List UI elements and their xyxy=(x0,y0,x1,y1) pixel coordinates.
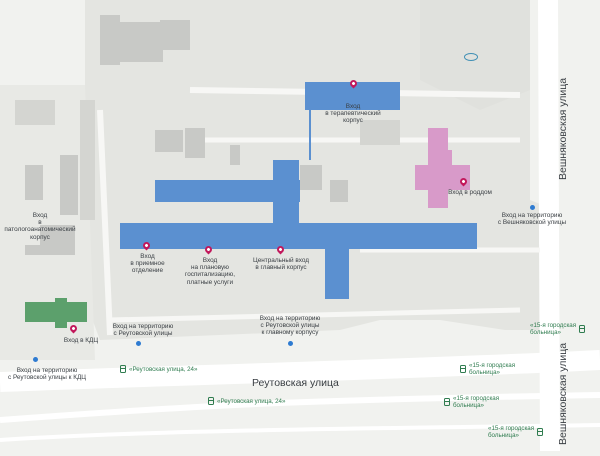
reutovskaya-street: Реутовская улица xyxy=(252,377,339,389)
bus-stop-label: «15-я городская больница» xyxy=(530,322,577,336)
bus-stop-label: «Реутовская улица, 24» xyxy=(129,365,198,373)
veshnyakovskaya-territory-label: Вход на территорию с Вешняковской улицы xyxy=(497,212,567,227)
veshnyakovskaya-street-top: Вешняковская улица xyxy=(557,77,569,180)
kdc-building xyxy=(25,298,87,328)
kdc-entrance-label: Вход в КДЦ xyxy=(63,337,99,344)
bus-stop-icon xyxy=(444,398,450,406)
bus-stop-reutovskaya-24-south[interactable]: «Реутовская улица, 24» xyxy=(208,397,285,405)
reutovskaya-kdc-territory-label: Вход на территорию с Реутовской улицы к … xyxy=(7,367,87,382)
veshnyakovskaya-road xyxy=(538,0,560,452)
reutovskaya-territory-label: Вход на территорию с Реутовской улицы xyxy=(112,323,174,338)
bus-stop-15-hospital-southeast[interactable]: «15-я городская больница» xyxy=(488,425,544,439)
bus-stop-label: «Реутовская улица, 24» xyxy=(217,397,286,405)
pathology-entrance-label: Вход в патологоанатомический корпус xyxy=(4,212,76,241)
bus-stop-label: «15-я городская больница» xyxy=(469,362,516,376)
bus-stop-icon xyxy=(579,325,586,333)
bus-stop-icon xyxy=(208,397,214,405)
bus-stop-label: «15-я городская больница» xyxy=(453,395,500,409)
bus-stop-15-hospital-south[interactable]: «15-я городская больница» xyxy=(444,395,499,409)
bus-stop-icon xyxy=(537,428,544,436)
gray-buildings xyxy=(25,15,348,255)
bus-stop-15-hospital-north[interactable]: «15-я городская больница» xyxy=(460,362,515,376)
reutovskaya-road xyxy=(0,350,600,392)
bus-stop-icon xyxy=(460,365,466,373)
bus-stop-15-hospital-east[interactable]: «15-я городская больница» xyxy=(530,322,586,336)
central-entrance-label: Центральный вход в главный корпус xyxy=(252,257,310,272)
bus-stop-label: «15-я городская больница» xyxy=(488,425,535,439)
bus-stop-reutovskaya-24-north[interactable]: «Реутовская улица, 24» xyxy=(120,365,197,373)
info-dot-icon[interactable] xyxy=(33,357,38,362)
info-dot-icon[interactable] xyxy=(288,341,293,346)
info-dot-icon[interactable] xyxy=(530,205,535,210)
veshnyakovskaya-street-bottom: Вешняковская улица xyxy=(557,342,569,445)
west-grounds xyxy=(0,85,95,360)
bus-stop-icon xyxy=(120,365,126,373)
main-building xyxy=(120,82,477,299)
side-road xyxy=(0,392,600,423)
admission-entrance-label: Вход в приемное отделение xyxy=(130,253,165,275)
reutovskaya-main-territory-label: Вход на территорию с Реутовской улицы к … xyxy=(259,315,321,337)
info-dot-icon[interactable] xyxy=(136,341,141,346)
maternity-entrance-label: Вход в роддом xyxy=(448,189,492,196)
helicopter-icon xyxy=(464,53,478,61)
planned-entrance-label: Вход на плановую госпитализацию, платные… xyxy=(185,257,235,286)
therapy-entrance-label: Вход в терапевтический корпус xyxy=(325,103,381,125)
side-road-2 xyxy=(0,423,600,442)
